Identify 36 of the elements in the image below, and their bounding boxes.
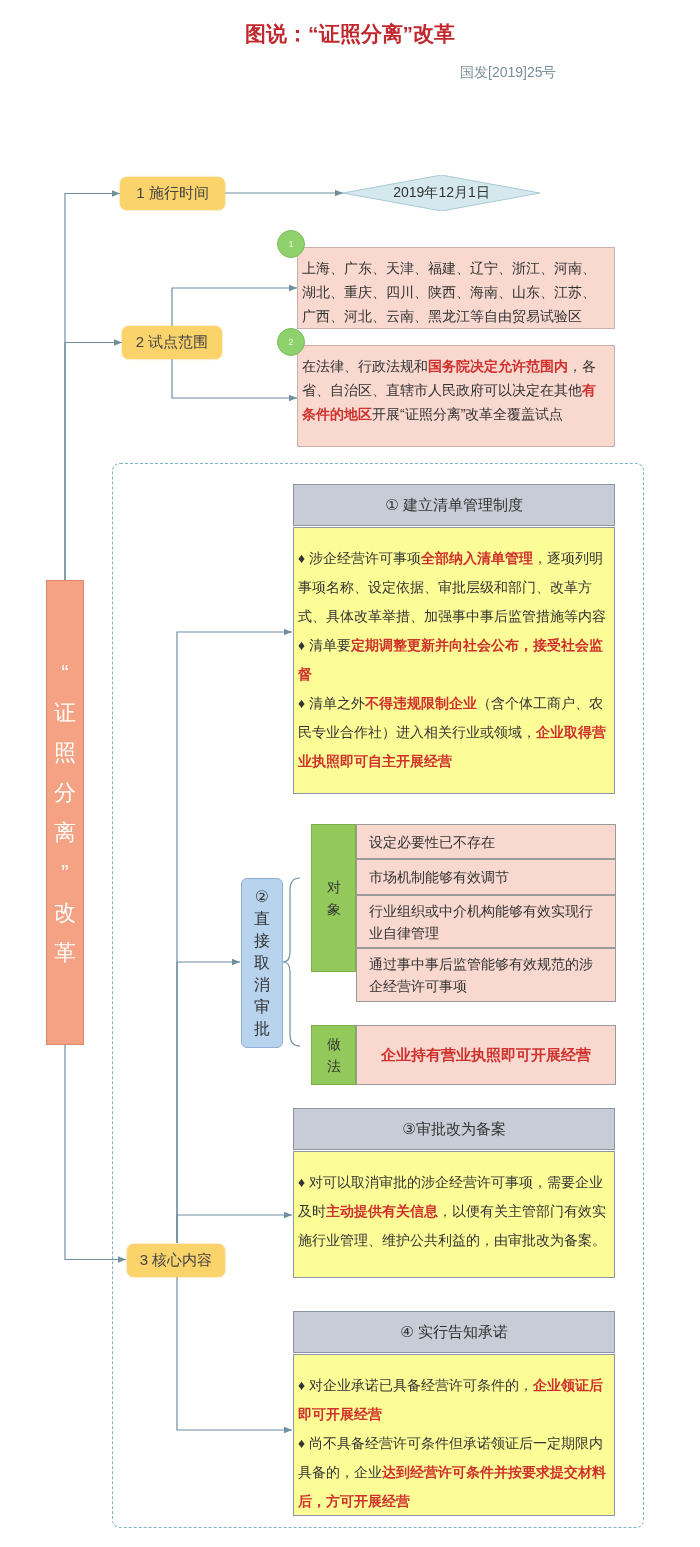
list-item: 行业组织或中介机构能够有效实现行业自律管理 — [356, 895, 616, 948]
text-box: 上海、广东、天津、福建、辽宁、浙江、河南、湖北、重庆、四川、陕西、海南、山东、江苏、广西、河北、云南、黑龙江等自由贸易试验区 — [297, 247, 615, 329]
topic-box: 2 试点范围 — [122, 326, 222, 359]
list-item: 市场机制能够有效调节 — [356, 859, 616, 895]
card-header: ① 建立清单管理制度 — [293, 484, 615, 526]
bullet-text: ♦ 涉企经营许可事项全部纳入清单管理，逐项列明事项名称、设定依据、审批层级和部门、改革方式、具体改革举措、加强事中事后监管措施等内容 — [298, 549, 607, 626]
list-item: 设定必要性已不存在 — [356, 824, 616, 859]
card-header: ③审批改为备案 — [293, 1108, 615, 1150]
title: 图说：“证照分离”改革 — [244, 21, 456, 47]
arrow — [176, 1275, 293, 1434]
number-badge: 1 — [277, 230, 305, 258]
card-header: ④ 实行告知承诺 — [293, 1311, 615, 1353]
date-diamond: 2019年12月1日 — [343, 175, 540, 211]
arrow — [171, 284, 298, 327]
arrow — [224, 189, 344, 197]
bullet-text: ♦ 对企业承诺已具备经营许可条件的，企业领证后即可开展经营 — [298, 1376, 605, 1424]
topic-box: 1 施行时间 — [120, 177, 225, 210]
arrow — [64, 339, 123, 581]
action-box: 企业持有营业执照即可开展经营 — [356, 1025, 616, 1085]
bullet-text: ♦ 尚不具备经营许可条件但承诺领证后一定期限内具备的，企业达到经营许可条件并按要求提交材料后，方可开展经营 — [298, 1434, 607, 1511]
step-box: ②直接取消审批 — [241, 878, 283, 1048]
document-number: 国发[2019]25号 — [460, 64, 557, 82]
dashed-frame — [112, 463, 644, 1528]
bullet-text: ♦ 对可以取消审批的涉企经营许可事项，需要企业及时主动提供有关信息，以便有关主管部门有效实施行业管理、维护公共利益的，由审批改为备案。 — [298, 1173, 607, 1250]
topic-box: 3 核心内容 — [127, 1244, 225, 1277]
bullet-text: ♦ 清单要定期调整更新并向社会公布，接受社会监督 — [298, 636, 605, 684]
arrow — [176, 1211, 293, 1244]
category-box: 对象 — [311, 824, 356, 972]
title-bar: “证照分离”改革 — [46, 580, 84, 1045]
category-box: 做法 — [311, 1025, 356, 1085]
number-badge: 2 — [277, 328, 305, 356]
text-box: 在法律、行政法规和国务院决定允许范围内，各省、自治区、直辖市人民政府可以决定在其他有条件的地区开展“证照分离”改革全覆盖试点 — [297, 345, 615, 447]
arrow — [64, 1044, 127, 1263]
arrow — [171, 358, 298, 402]
list-item: 通过事中事后监管能够有效规范的涉企经营许可事项 — [356, 948, 616, 1002]
bullet-text: ♦ 清单之外不得违规限制企业（含个体工商户、农民专业合作社）进入相关行业或领域，企业取得营业执照即可自主开展经营 — [298, 694, 607, 771]
